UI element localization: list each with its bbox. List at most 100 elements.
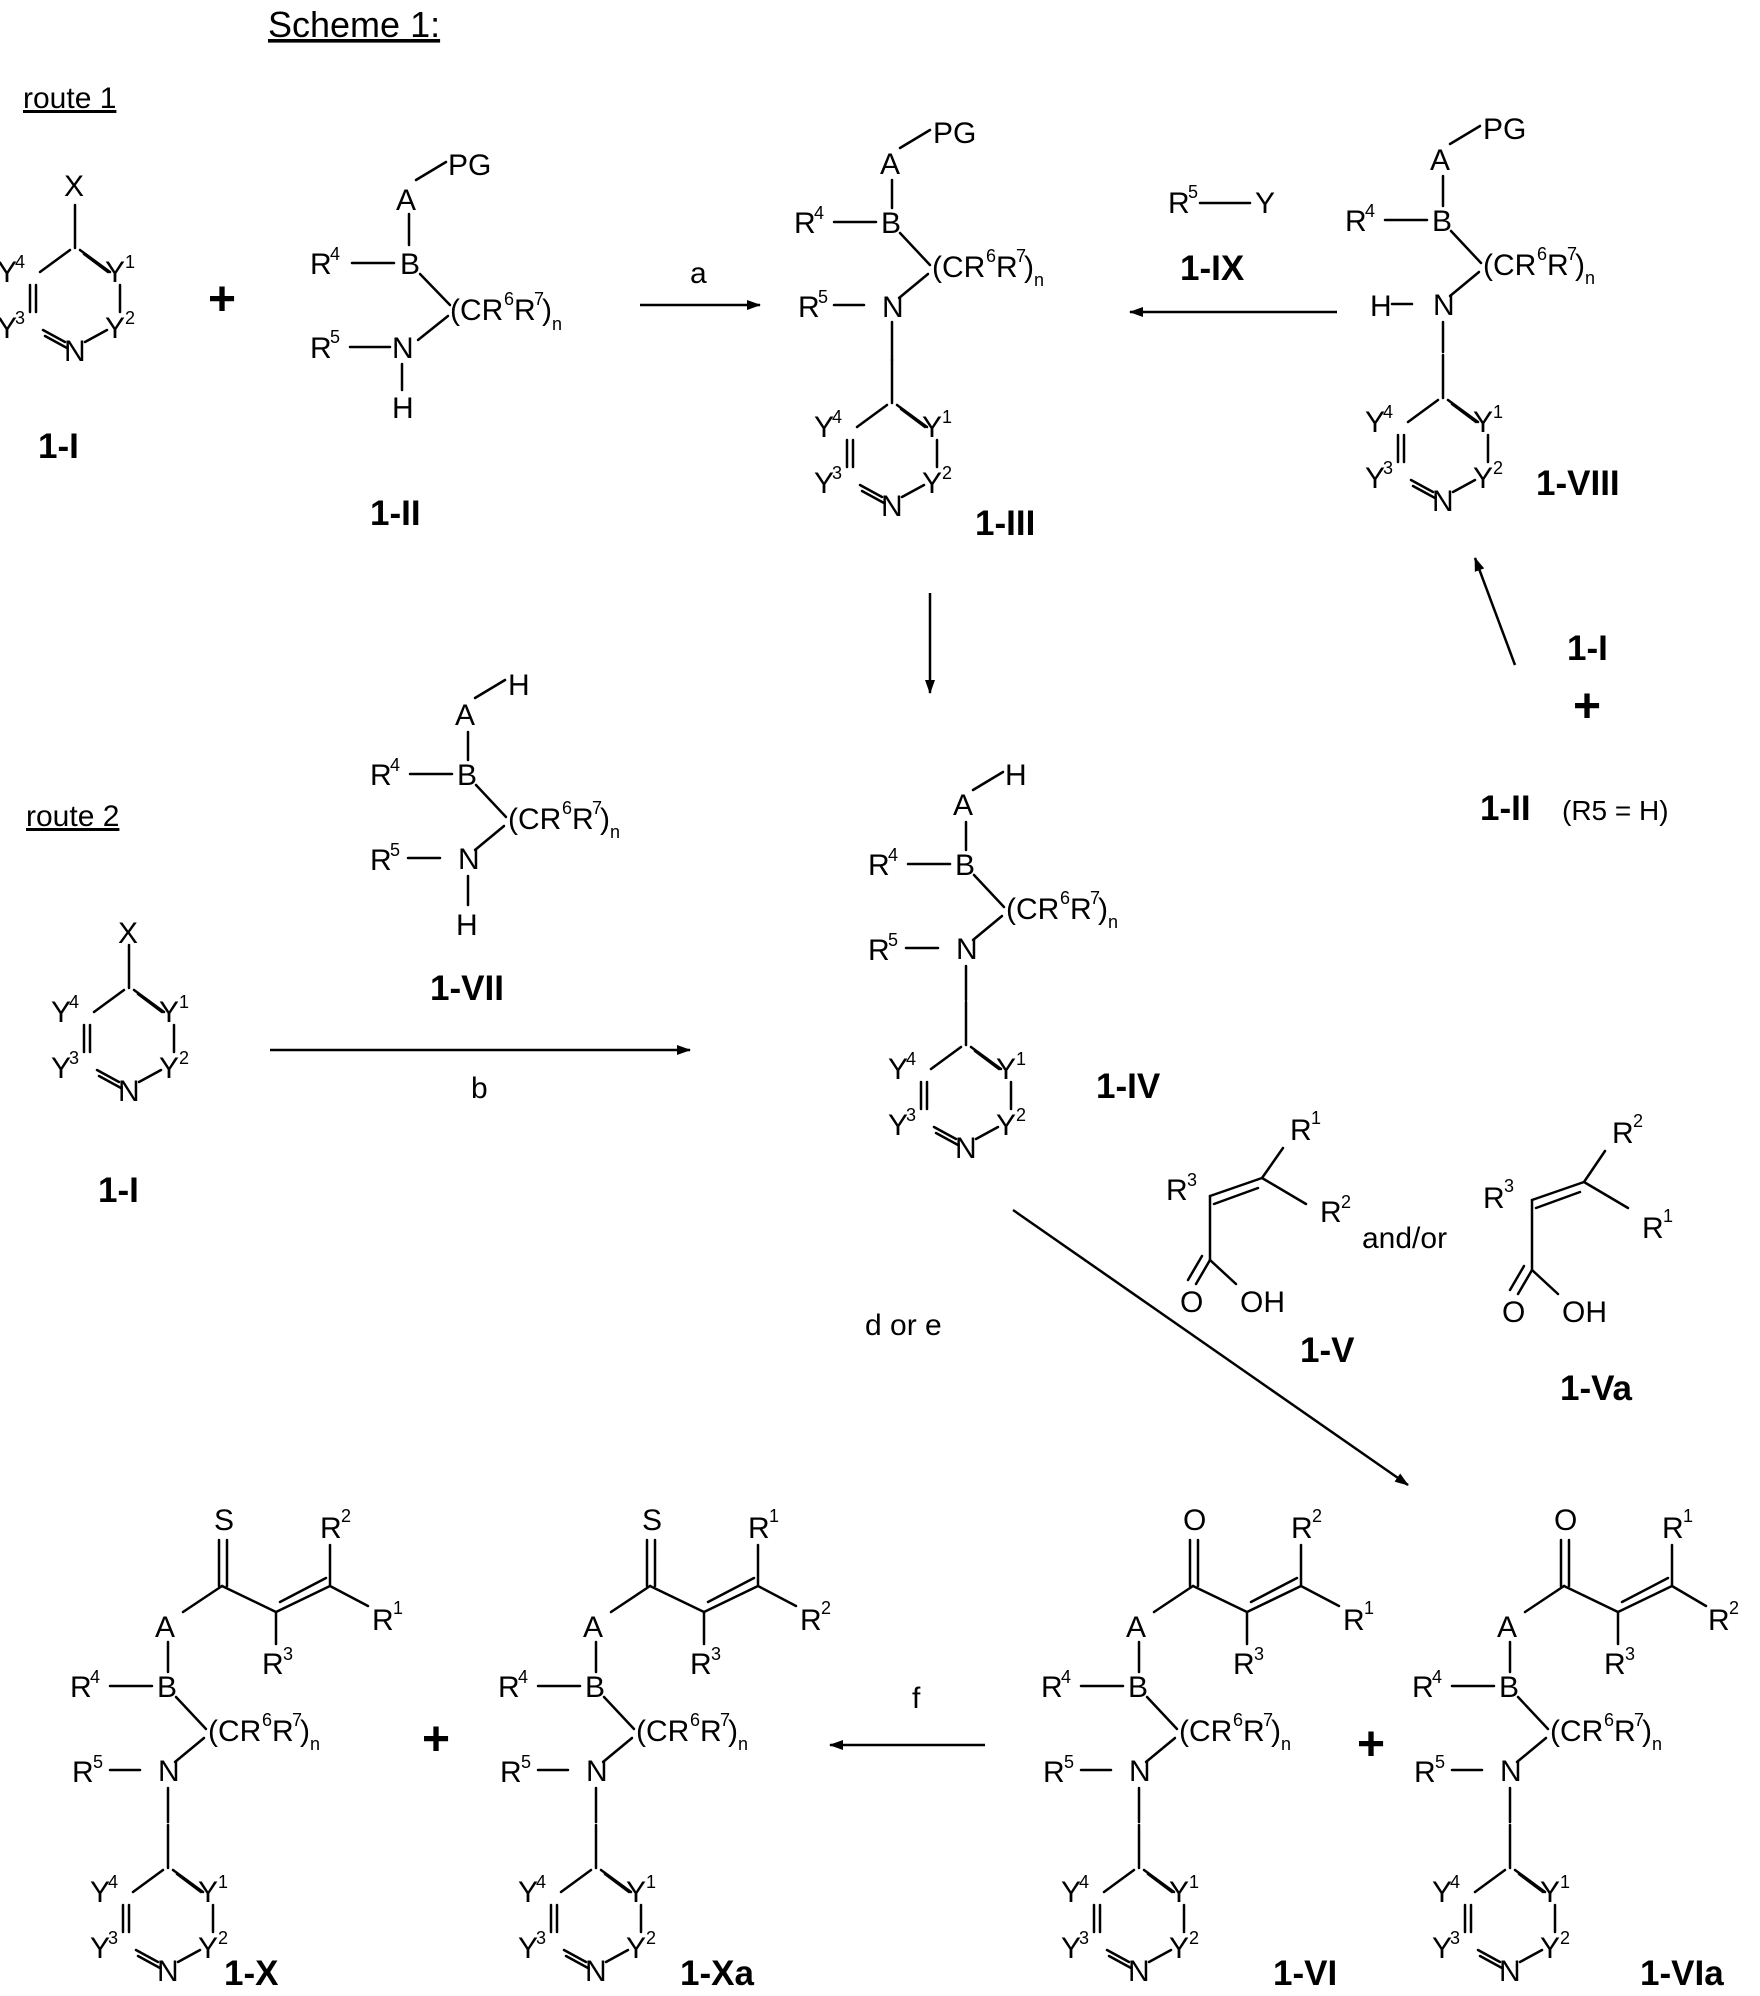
svg-text:2: 2: [821, 1598, 831, 1618]
label-1-III: 1-III: [975, 504, 1035, 543]
svg-text:R: R: [800, 1604, 822, 1637]
svg-text:N: N: [392, 332, 414, 365]
compound-1-V: R1 R2 R3 O OH 1-V: [1166, 1108, 1355, 1370]
svg-text:1: 1: [1311, 1108, 1321, 1128]
compound-1-IV: A H R5 1-IV: [868, 759, 1161, 1165]
condition-a: a: [690, 257, 707, 290]
compound-1-II: A PG B R4 (CR6 R7 )n N R5 H 1-II: [310, 149, 562, 533]
svg-text:5: 5: [330, 327, 340, 347]
svg-text:R: R: [370, 844, 392, 877]
svg-text:A: A: [1126, 1611, 1146, 1644]
svg-text:R: R: [262, 1648, 284, 1681]
svg-text:2: 2: [341, 1506, 351, 1526]
compound-1-VII: A H R5 H 1-VII: [370, 669, 620, 1008]
svg-text:R: R: [1291, 1512, 1313, 1545]
label-1-X: 1-X: [224, 1954, 279, 1993]
svg-text:O: O: [1502, 1296, 1525, 1329]
svg-text:5: 5: [818, 287, 828, 307]
r5-h-note: (R5 = H): [1562, 795, 1669, 826]
svg-text:R: R: [1662, 1512, 1684, 1545]
svg-text:1: 1: [1364, 1598, 1374, 1618]
label-1-V: 1-V: [1300, 1331, 1355, 1370]
svg-text:S: S: [214, 1504, 234, 1537]
svg-text:A: A: [953, 789, 973, 822]
svg-text:H: H: [1005, 759, 1027, 792]
svg-text:A: A: [1497, 1611, 1517, 1644]
label-1-VIa: 1-VIa: [1640, 1954, 1724, 1993]
svg-text:R: R: [1166, 1174, 1188, 1207]
svg-text:5: 5: [1435, 1752, 1445, 1772]
svg-text:O: O: [1183, 1504, 1206, 1537]
svg-text:H: H: [1370, 290, 1392, 323]
label-1-I-bottom: 1-I: [98, 1171, 139, 1210]
svg-text:R: R: [798, 291, 820, 324]
svg-text:3: 3: [1187, 1170, 1197, 1190]
svg-text:R: R: [1043, 1756, 1065, 1789]
svg-text:R: R: [690, 1648, 712, 1681]
svg-text:R: R: [372, 1604, 394, 1637]
svg-text:): ): [542, 294, 552, 327]
scheme-title: Scheme 1:: [268, 4, 440, 45]
label-1-II: 1-II: [370, 494, 421, 533]
label-1-Xa: 1-Xa: [680, 1954, 754, 1993]
svg-text:PG: PG: [933, 117, 976, 150]
svg-text:H: H: [392, 392, 414, 425]
label-1-Va: 1-Va: [1560, 1369, 1633, 1408]
svg-text:S: S: [642, 1504, 662, 1537]
svg-text:R: R: [500, 1756, 522, 1789]
compound-1-III: A PG R5 1-III: [794, 117, 1044, 543]
compound-1-Xa: S A R3 R1 R2 R5 1-Xa: [498, 1504, 831, 1993]
svg-text:1: 1: [1663, 1206, 1673, 1226]
label-1-I-top: 1-I: [38, 427, 79, 466]
svg-text:PG: PG: [1483, 113, 1526, 146]
label-1-IX: 1-IX: [1180, 249, 1245, 288]
svg-text:5: 5: [93, 1752, 103, 1772]
svg-text:(CR: (CR: [450, 294, 503, 327]
svg-text:R: R: [1483, 1182, 1505, 1215]
svg-text:B: B: [400, 248, 420, 281]
svg-text:5: 5: [1188, 182, 1198, 202]
svg-text:R: R: [868, 934, 890, 967]
label-1-I-side: 1-I: [1567, 629, 1608, 668]
svg-text:1: 1: [393, 1598, 403, 1618]
svg-text:R: R: [1414, 1756, 1436, 1789]
svg-text:n: n: [552, 314, 562, 334]
svg-text:5: 5: [888, 930, 898, 950]
svg-text:R: R: [72, 1756, 94, 1789]
plus-sign-vi: +: [1357, 1718, 1385, 1771]
svg-text:3: 3: [1504, 1176, 1514, 1196]
svg-text:Y: Y: [1255, 187, 1275, 220]
compound-1-VI: O A R3 R2 R1 R5 1-VI: [1041, 1504, 1374, 1993]
compound-1-IX: R5 Y 1-IX: [1168, 182, 1275, 288]
svg-text:R: R: [1708, 1604, 1730, 1637]
route-2-label: route 2: [26, 800, 119, 833]
compound-1-I-bottom: X 1-I: [51, 917, 189, 1210]
svg-text:R: R: [310, 332, 332, 365]
svg-text:O: O: [1180, 1286, 1203, 1319]
svg-text:A: A: [396, 184, 416, 217]
arrow-to-1-VIII: [1475, 558, 1515, 665]
svg-text:O: O: [1554, 1504, 1577, 1537]
svg-text:R: R: [1320, 1196, 1342, 1229]
svg-text:5: 5: [521, 1752, 531, 1772]
route-1-label: route 1: [23, 82, 116, 115]
condition-b: b: [471, 1072, 488, 1105]
label-1-VIII: 1-VIII: [1536, 464, 1620, 503]
svg-text:R: R: [1612, 1117, 1634, 1150]
svg-text:A: A: [583, 1611, 603, 1644]
svg-text:H: H: [456, 909, 478, 942]
compound-1-VIa: O A R3 R1 R2 R5 1-VIa: [1412, 1504, 1739, 1993]
and-or-text: and/or: [1362, 1222, 1447, 1255]
svg-text:4: 4: [330, 244, 340, 264]
plus-sign-side: +: [1573, 680, 1601, 733]
compound-1-X: S A R3 R2 R1 R5 1-X: [70, 1504, 403, 1993]
svg-text:R: R: [320, 1512, 342, 1545]
svg-text:OH: OH: [1240, 1286, 1285, 1319]
svg-text:R: R: [310, 248, 332, 281]
label-1-VII: 1-VII: [430, 969, 504, 1008]
svg-text:A: A: [1430, 144, 1450, 177]
svg-text:1: 1: [769, 1506, 779, 1526]
svg-text:A: A: [455, 699, 475, 732]
compound-1-I-top: X 1-I: [0, 170, 135, 466]
